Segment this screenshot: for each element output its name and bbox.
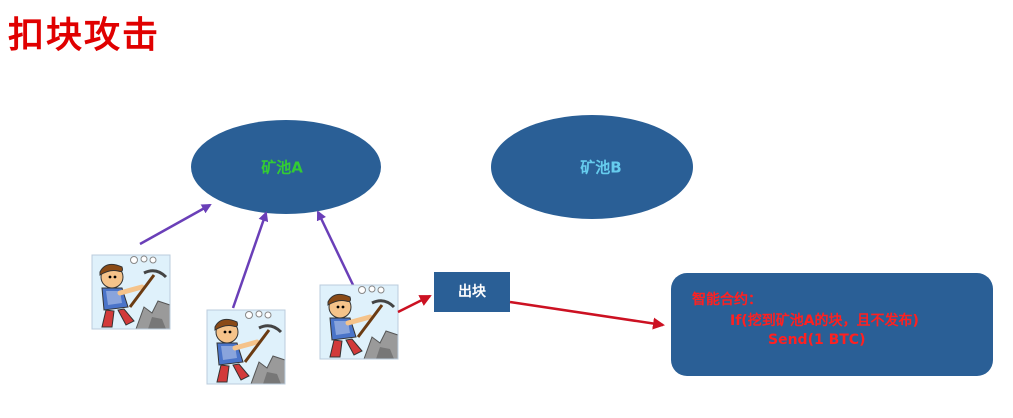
block-label: 出块 [458, 283, 487, 300]
pool-a: 矿池A [191, 120, 381, 214]
miner-icon [320, 285, 398, 359]
block-box: 出块 [434, 272, 510, 312]
smart-contract-box: 智能合约： If(挖到矿池A的块，且不发布) Send(1 BTC) [671, 273, 993, 376]
pool-a-label: 矿池A [261, 159, 303, 177]
arrow-block-to-contract [509, 300, 665, 330]
pool-b-label: 矿池B [580, 159, 621, 177]
arrow-miner-to-block [397, 294, 432, 314]
miner-icon [92, 255, 170, 329]
slide-title: 扣块攻击 [8, 15, 161, 56]
contract-line-2: If(挖到矿池A的块，且不发布) [730, 312, 919, 329]
arrow-miner2-to-pool-a [231, 211, 269, 309]
contract-line-3: Send(1 BTC) [768, 332, 865, 348]
miner-icon [207, 310, 285, 384]
arrow-miner1-to-pool-a [139, 203, 212, 246]
contract-line-1: 智能合约： [691, 291, 762, 308]
pool-b: 矿池B [491, 115, 693, 219]
arrow-miner3-to-pool-a [316, 210, 356, 288]
